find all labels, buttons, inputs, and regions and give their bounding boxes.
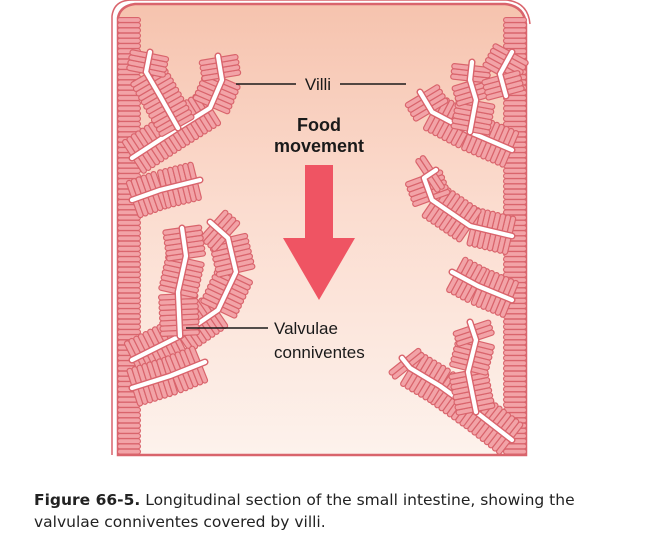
left-fold-lower-branch [157,224,207,340]
left-fold-middle [125,161,204,219]
left-fold-upper-branch [126,48,195,137]
left-fold-bottom [126,345,209,407]
figure-caption: Figure 66-5. Longitudinal section of the… [34,489,644,533]
right-fold-middle [405,155,517,256]
right-fold-middle-small [446,256,519,318]
serosa-line [111,0,531,455]
right-fold-lower-branch [448,318,496,416]
food-movement-label-2: movement [274,136,364,156]
food-movement-label-1: Food [297,115,341,135]
down-arrow-icon [283,165,355,300]
right-fold-upper-branch [450,58,496,136]
valvulae-folds [121,43,529,455]
villi-label: Villi [305,75,331,94]
intestine-diagram: Villi Food movement Valvulae conniventes [111,0,531,457]
right-fold-top [481,43,529,101]
valvulae-label-2: conniventes [274,343,365,362]
caption-text: Longitudinal section of the small intest… [34,491,575,531]
figure-number: Figure 66-5. [34,491,141,509]
valvulae-label-1: Valvulae [274,319,338,338]
